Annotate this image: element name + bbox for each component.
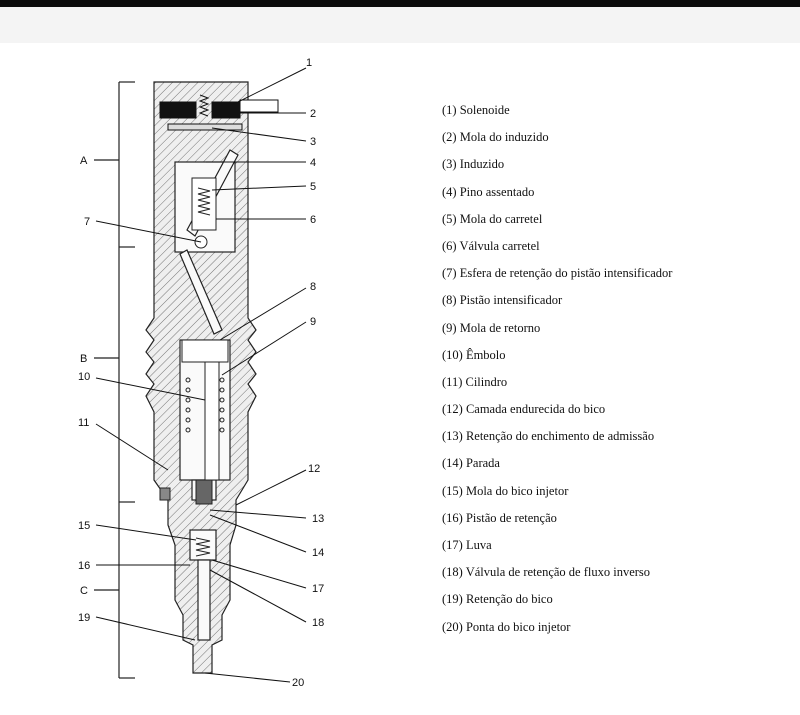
callout-number: 15 bbox=[78, 520, 90, 532]
legend-item: (19) Retenção do bico bbox=[442, 592, 553, 607]
callout-number: 5 bbox=[310, 181, 316, 193]
legend-item: (4) Pino assentado bbox=[442, 184, 535, 199]
callout-numbers: 1 2 3 4 5 6 7 8 9 10 11 12 13 14 15 16 1… bbox=[78, 57, 324, 689]
legend-item: (14) Parada bbox=[442, 456, 500, 471]
legend-item: (13) Retenção do enchimento de admissão bbox=[442, 429, 655, 444]
injector-body bbox=[145, 81, 257, 674]
callout-number: 19 bbox=[78, 612, 90, 624]
legend-item: (17) Luva bbox=[442, 538, 492, 552]
callout-number: 12 bbox=[308, 463, 320, 475]
legend-item: (2) Mola do induzido bbox=[442, 130, 549, 145]
injector-diagram: A B C 1 2 3 4 5 6 7 8 9 10 11 12 13 14 1… bbox=[78, 57, 324, 689]
header-strip bbox=[0, 7, 800, 43]
legend-item: (3) Induzido bbox=[442, 157, 505, 172]
legend-item: (12) Camada endurecida do bico bbox=[442, 402, 606, 417]
legend-item: (5) Mola do carretel bbox=[442, 211, 543, 226]
callout-number: 17 bbox=[312, 583, 324, 595]
callout-number: 2 bbox=[310, 108, 316, 120]
section-label: B bbox=[80, 353, 87, 365]
callout-number: 4 bbox=[310, 157, 316, 169]
callout-number: 9 bbox=[310, 316, 316, 328]
legend-item: (6) Válvula carretel bbox=[442, 238, 540, 253]
callout-number: 16 bbox=[78, 560, 90, 572]
leader-lines bbox=[95, 67, 307, 683]
section-brackets bbox=[94, 81, 135, 679]
callout-number: 3 bbox=[310, 136, 316, 148]
callout-number: 7 bbox=[84, 216, 90, 228]
solenoid bbox=[159, 94, 279, 131]
legend-item: (15) Mola do bico injetor bbox=[442, 483, 569, 498]
callout-number: 18 bbox=[312, 617, 324, 629]
legend-item: (20) Ponta do bico injetor bbox=[442, 619, 571, 634]
callout-number: 14 bbox=[312, 547, 324, 559]
legend-item: (1) Solenoide bbox=[442, 103, 510, 117]
intensifier-assembly bbox=[159, 339, 229, 557]
legend-item: (8) Pistão intensificador bbox=[442, 293, 563, 308]
callout-number: 11 bbox=[78, 417, 89, 429]
legend-item: (9) Mola de retorno bbox=[442, 320, 541, 335]
section-labels: A B C bbox=[80, 155, 88, 597]
top-bar bbox=[0, 0, 800, 7]
callout-number: 8 bbox=[310, 281, 316, 293]
section-label: A bbox=[80, 155, 88, 167]
section-label: C bbox=[80, 585, 88, 597]
callout-number: 6 bbox=[310, 214, 316, 226]
callout-number: 10 bbox=[78, 371, 90, 383]
parts-legend: (1) Solenoide (2) Mola do induzido (3) I… bbox=[442, 102, 672, 646]
legend-item: (11) Cilindro bbox=[442, 374, 508, 389]
legend-item: (18) Válvula de retenção de fluxo invers… bbox=[442, 565, 651, 580]
callout-number: 13 bbox=[312, 513, 324, 525]
callout-number: 20 bbox=[292, 677, 304, 689]
legend-item: (10) Êmbolo bbox=[442, 347, 506, 362]
legend-item: (16) Pistão de retenção bbox=[442, 510, 557, 525]
legend-item: (7) Esfera de retenção do pistão intensi… bbox=[442, 266, 673, 281]
callout-number: 1 bbox=[306, 57, 312, 69]
